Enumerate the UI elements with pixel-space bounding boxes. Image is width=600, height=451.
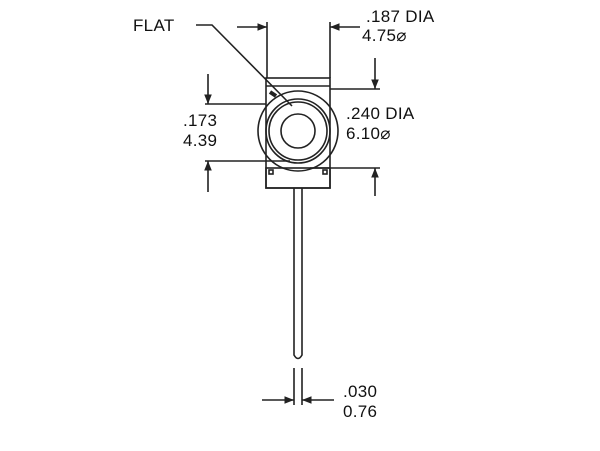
head-dia-inch-label: .187 DIA — [366, 7, 435, 26]
ring-dia-mm-label: 6.10⌀ — [346, 124, 391, 143]
head-dia-mm-label: 4.75⌀ — [362, 26, 407, 45]
flat-leader — [196, 24, 293, 107]
ring-dia-inch-label: .240 DIA — [346, 104, 415, 123]
body-height-mm-label: 4.39 — [183, 131, 218, 150]
lead-dia-inch-label: .030 — [343, 382, 378, 401]
lead-dia-mm-label: 0.76 — [343, 402, 378, 421]
lead-wire — [293, 188, 303, 405]
ring-dia-dimension — [310, 58, 380, 196]
ring-circles — [257, 90, 339, 172]
body-height-inch-label: .173 — [183, 111, 218, 130]
head-dia-dimension — [237, 22, 360, 78]
flat-label: FLAT — [133, 16, 175, 35]
body-height-dimension — [204, 74, 290, 192]
